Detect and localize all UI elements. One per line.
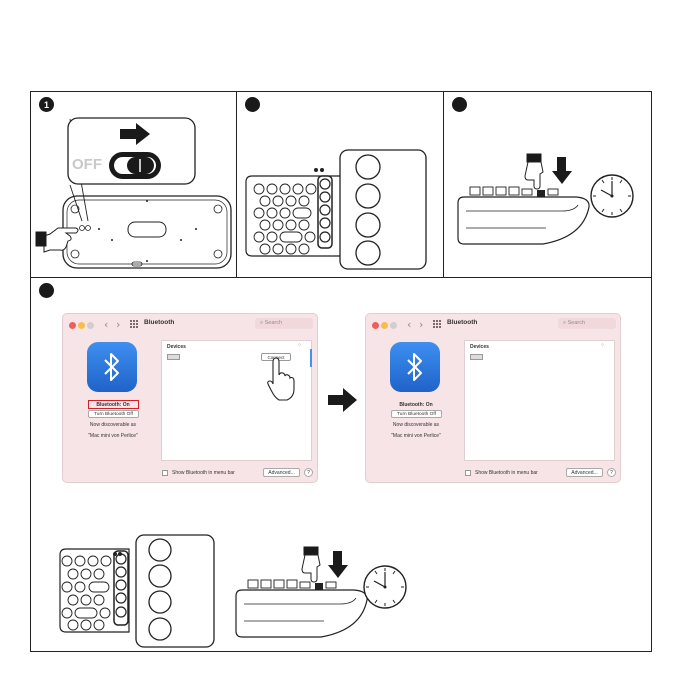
right-arrow-icon	[120, 123, 150, 145]
hand-pointer-icon	[35, 227, 79, 253]
step-4-number	[39, 283, 54, 298]
devices-header: Devices	[470, 344, 489, 350]
devices-list: Devices	[464, 340, 615, 461]
discoverable-label: Now discoverable as	[89, 422, 137, 428]
search-icon: ⌕	[260, 320, 265, 326]
device-name-label: "Mac mini von Perlice"	[391, 433, 441, 439]
show-in-menu-bar-checkbox[interactable]	[465, 470, 471, 476]
highlight-box	[88, 400, 139, 409]
minimize-window-button[interactable]	[78, 322, 85, 329]
show-in-menu-bar-label: Show Bluetooth in menu bar	[475, 470, 538, 476]
bluetooth-window-right: ‹ › Bluetooth ⌕ Search Bluetooth: On Tur…	[365, 313, 621, 483]
keyboard-device-icon	[470, 354, 483, 360]
discoverable-label: Now discoverable as	[392, 422, 440, 428]
step-1-number: 1	[39, 97, 54, 112]
nav-forward-button[interactable]: ›	[419, 318, 424, 331]
advanced-button[interactable]: Advanced...	[566, 468, 603, 477]
step-2-number	[245, 97, 260, 112]
bluetooth-icon	[87, 342, 137, 392]
turn-bluetooth-off-button[interactable]: Turn Bluetooth Off	[88, 410, 139, 418]
spinner-icon: ⁘	[600, 342, 606, 349]
switch-off-label: OFF	[72, 156, 102, 173]
show-in-menu-bar-checkbox[interactable]	[162, 470, 168, 476]
bluetooth-window-left: ‹ › Bluetooth ⌕ Search Bluetooth: On Tur…	[62, 313, 318, 483]
spinner-icon: ⁘	[297, 342, 303, 349]
help-button[interactable]: ?	[304, 468, 313, 477]
zoom-window-button[interactable]	[87, 322, 94, 329]
clock-icon	[363, 565, 407, 609]
scrollbar[interactable]	[310, 349, 312, 367]
search-input[interactable]: ⌕ Search	[255, 318, 313, 329]
window-title: Bluetooth	[447, 319, 478, 326]
clock-icon	[590, 174, 634, 218]
nav-back-button[interactable]: ‹	[407, 318, 412, 331]
device-name-label: "Mac mini von Perlice"	[88, 433, 138, 439]
bluetooth-status: Bluetooth: On	[96, 402, 130, 408]
grid-icon[interactable]	[433, 320, 441, 328]
turn-bluetooth-off-button[interactable]: Turn Bluetooth Off	[391, 410, 442, 418]
down-arrow-icon	[328, 551, 348, 578]
zoom-window-button[interactable]	[390, 322, 397, 329]
devices-header: Devices	[167, 344, 186, 350]
close-window-button[interactable]	[372, 322, 379, 329]
grid-icon[interactable]	[130, 320, 138, 328]
bluetooth-status: Bluetooth: On	[399, 402, 433, 408]
minimize-window-button[interactable]	[381, 322, 388, 329]
search-icon: ⌕	[563, 320, 568, 326]
advanced-button[interactable]: Advanced...	[263, 468, 300, 477]
show-in-menu-bar-label: Show Bluetooth in menu bar	[172, 470, 235, 476]
step-3-number	[452, 97, 467, 112]
search-input[interactable]: ⌕ Search	[558, 318, 616, 329]
hand-pointer-icon	[524, 153, 544, 190]
hand-pointer-icon	[301, 546, 321, 583]
help-button[interactable]: ?	[607, 468, 616, 477]
window-title: Bluetooth	[144, 319, 175, 326]
keyboard-device-icon	[167, 354, 180, 360]
bluetooth-icon	[390, 342, 440, 392]
down-arrow-icon	[552, 157, 572, 184]
nav-forward-button[interactable]: ›	[116, 318, 121, 331]
close-window-button[interactable]	[69, 322, 76, 329]
nav-back-button[interactable]: ‹	[104, 318, 109, 331]
